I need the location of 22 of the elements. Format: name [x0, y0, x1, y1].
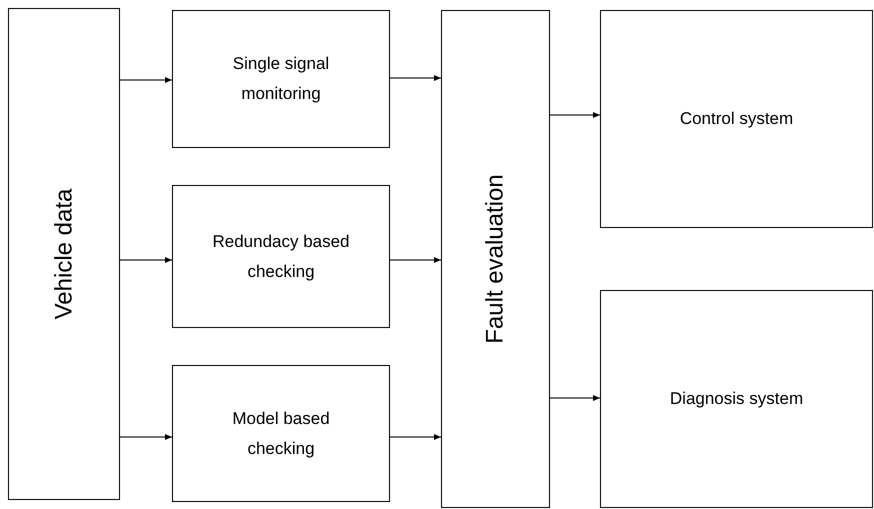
box-label: Vehicle data	[49, 188, 78, 320]
box-label: Redundacy based checking	[211, 230, 351, 282]
arrow	[120, 77, 172, 83]
arrow	[390, 257, 442, 263]
process-box	[600, 290, 873, 508]
arrow	[550, 112, 600, 118]
box-label: Diagnosis system	[668, 388, 804, 410]
arrow	[120, 434, 172, 440]
arrow	[550, 395, 600, 401]
process-box	[441, 10, 550, 508]
arrow	[390, 75, 442, 81]
process-box	[600, 10, 873, 228]
box-label: Model based checking	[231, 408, 331, 460]
process-box	[8, 8, 120, 500]
process-box	[172, 365, 390, 502]
box-label: Single signal monitoring	[232, 53, 330, 105]
process-box	[172, 185, 390, 328]
arrow	[120, 257, 172, 263]
process-box	[172, 10, 390, 148]
box-label: Fault evaluation	[480, 174, 510, 344]
box-label: Control system	[678, 108, 794, 130]
arrow	[390, 434, 442, 440]
